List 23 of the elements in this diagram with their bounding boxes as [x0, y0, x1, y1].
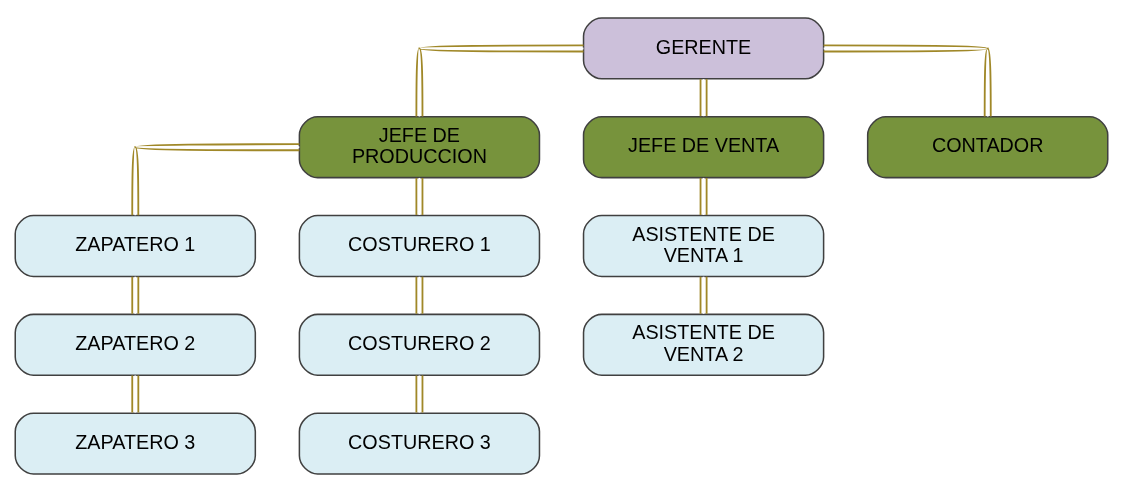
connector — [822, 44, 992, 117]
node-box: ZAPATERO 1 — [14, 214, 257, 277]
connector — [415, 44, 585, 117]
node-box: ZAPATERO 3 — [14, 411, 257, 475]
node-box: COSTURERO 1 — [298, 214, 541, 277]
connector — [131, 374, 140, 413]
connector — [131, 275, 140, 315]
node-box: ZAPATERO 2 — [14, 313, 257, 376]
node-box: COSTURERO 3 — [298, 411, 541, 475]
node-box: ASISTENTE DE VENTA 2 — [582, 313, 825, 376]
node-box: ASISTENTE DE VENTA 1 — [582, 214, 825, 277]
connector — [699, 77, 708, 117]
connector — [131, 142, 301, 216]
connector — [415, 374, 424, 413]
node-box: JEFE DE VENTA — [582, 115, 825, 178]
node-box: GERENTE — [582, 16, 825, 80]
node-box: COSTURERO 2 — [298, 313, 541, 376]
connector — [415, 176, 424, 216]
node-box: JEFE DE PRODUCCION — [298, 115, 541, 178]
node-box: CONTADOR — [866, 115, 1109, 178]
connector — [699, 176, 708, 216]
connector — [415, 275, 424, 315]
connector — [699, 275, 708, 315]
